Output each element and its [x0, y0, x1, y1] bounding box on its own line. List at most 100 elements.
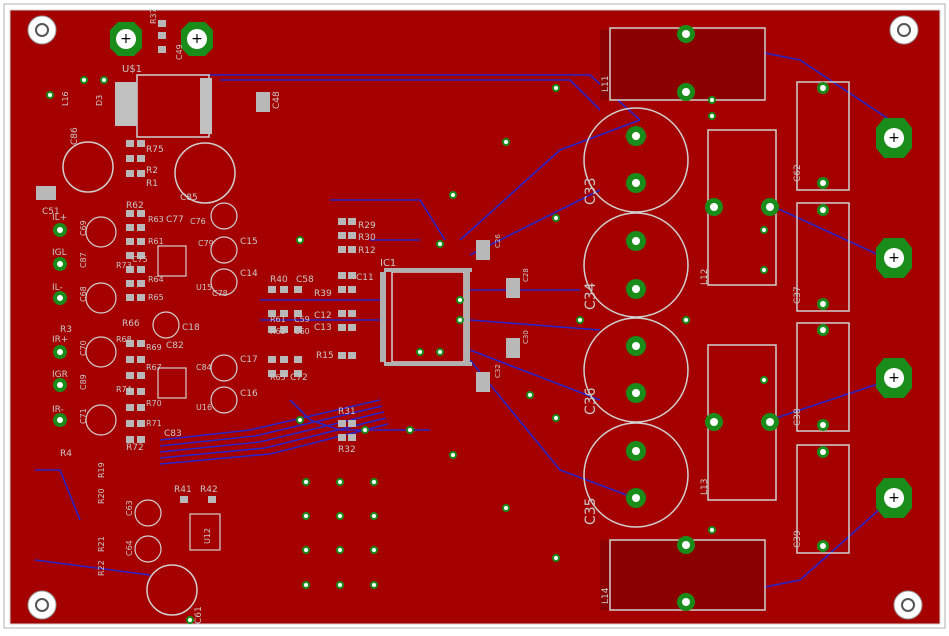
label-d3: D3 [95, 95, 104, 106]
label-c68: C68 [79, 286, 88, 302]
label-c86: C86 [70, 127, 80, 145]
svg-text:+: + [888, 370, 900, 386]
label-l12: L12 [700, 269, 710, 285]
label-c61: C61 [194, 606, 204, 624]
big-cap-pads [626, 126, 646, 508]
label-c59: C59 [294, 315, 310, 324]
label-r39: R39 [314, 289, 332, 299]
label-r32: R32 [338, 445, 356, 455]
label-c49: C49 [175, 44, 184, 60]
label-r30: R30 [358, 233, 376, 243]
label-c30: C30 [522, 330, 530, 344]
label-r15: R15 [316, 351, 334, 361]
label-r42: R42 [200, 485, 218, 495]
label-c17: C17 [240, 355, 258, 365]
mounting-hole-top-right [889, 15, 919, 45]
label-c76: C76 [190, 217, 206, 226]
mounting-hole-bottom-left [27, 590, 57, 620]
label-c63: C63 [125, 500, 134, 516]
terminal-right-1: + [876, 118, 912, 158]
label-c72: C72 [290, 373, 308, 383]
label-r71: R71 [146, 419, 162, 428]
label-r12: R12 [358, 246, 376, 256]
label-r67: R67 [146, 363, 162, 372]
svg-text:+: + [888, 490, 900, 506]
via-grid [46, 76, 768, 624]
label-r63b: R63 [270, 373, 286, 382]
label-l14: L14 [601, 587, 611, 604]
label-c28: C28 [522, 268, 530, 282]
label-l11: L11 [601, 76, 611, 92]
label-r75: R75 [146, 145, 164, 155]
opamp-packages [157, 245, 221, 551]
label-r2: R2 [146, 166, 158, 176]
svg-text:+: + [191, 31, 203, 47]
label-c70: C70 [79, 340, 88, 356]
label-c75: C75 [132, 255, 148, 264]
label-r63: R63 [148, 215, 164, 224]
svg-text:+: + [120, 31, 132, 47]
label-c62: C62 [793, 164, 803, 182]
label-c87: C87 [79, 252, 88, 268]
label-c11: C11 [356, 273, 374, 283]
label-c14: C14 [240, 269, 258, 279]
label-r72: R72 [126, 443, 144, 453]
label-c78: C78 [212, 289, 228, 298]
label-pin-ir-plus: IR+ [52, 335, 68, 345]
label-c85: C85 [180, 193, 198, 203]
label-c48: C48 [272, 91, 282, 109]
label-c37: C37 [793, 286, 803, 304]
terminal-right-2: + [876, 238, 912, 278]
label-r41: R41 [174, 485, 192, 495]
label-c18: C18 [182, 323, 200, 333]
label-pin-igr: IGR [52, 370, 68, 380]
terminal-right-4: + [876, 478, 912, 518]
label-u16: U16 [196, 403, 212, 412]
label-r20: R20 [97, 488, 106, 504]
mounting-hole-bottom-right [893, 590, 923, 620]
terminal-top-1: + [110, 22, 142, 56]
label-c34: C34 [583, 282, 599, 310]
label-c35: C35 [583, 497, 599, 525]
label-r61b: R61 [270, 315, 286, 324]
label-c60: C60 [294, 327, 310, 336]
label-u12: U12 [203, 528, 212, 544]
label-c89: C89 [79, 374, 88, 390]
copper-pour [9, 9, 941, 625]
label-c77: C77 [166, 215, 184, 225]
label-c39: C39 [793, 530, 803, 548]
label-c36: C36 [583, 387, 599, 415]
label-r31: R31 [338, 407, 356, 417]
mounting-hole-top-left [27, 15, 57, 45]
label-c83: C83 [164, 429, 182, 439]
label-r19: R19 [97, 462, 106, 478]
svg-text:+: + [888, 250, 900, 266]
medium-cap-outlines [62, 141, 236, 616]
label-r29: R29 [358, 221, 376, 231]
label-pin-ir-minus: IR- [52, 405, 64, 415]
label-r37: R37 [149, 8, 158, 24]
label-c26: C26 [494, 234, 502, 248]
svg-text:+: + [888, 130, 900, 146]
label-regulator: U$1 [122, 64, 142, 75]
regulator-u1 [115, 74, 212, 138]
label-r21: R21 [97, 536, 106, 552]
label-ic1: IC1 [380, 258, 396, 269]
label-pin-igl: IGL [52, 248, 67, 258]
label-c16: C16 [240, 389, 258, 399]
label-c12: C12 [314, 311, 332, 321]
smd-pads [36, 20, 520, 503]
label-r40: R40 [270, 275, 288, 285]
label-r68: R68 [116, 335, 132, 344]
terminal-top-2: + [181, 22, 213, 56]
label-c64: C64 [125, 540, 134, 556]
label-r62: R62 [126, 201, 144, 211]
label-c84: C84 [196, 363, 212, 372]
label-c82: C82 [166, 341, 184, 351]
label-r4: R4 [60, 449, 72, 459]
label-c51: C51 [42, 207, 60, 217]
label-pin-il-minus: IL- [52, 283, 63, 293]
label-r1: R1 [146, 179, 158, 189]
